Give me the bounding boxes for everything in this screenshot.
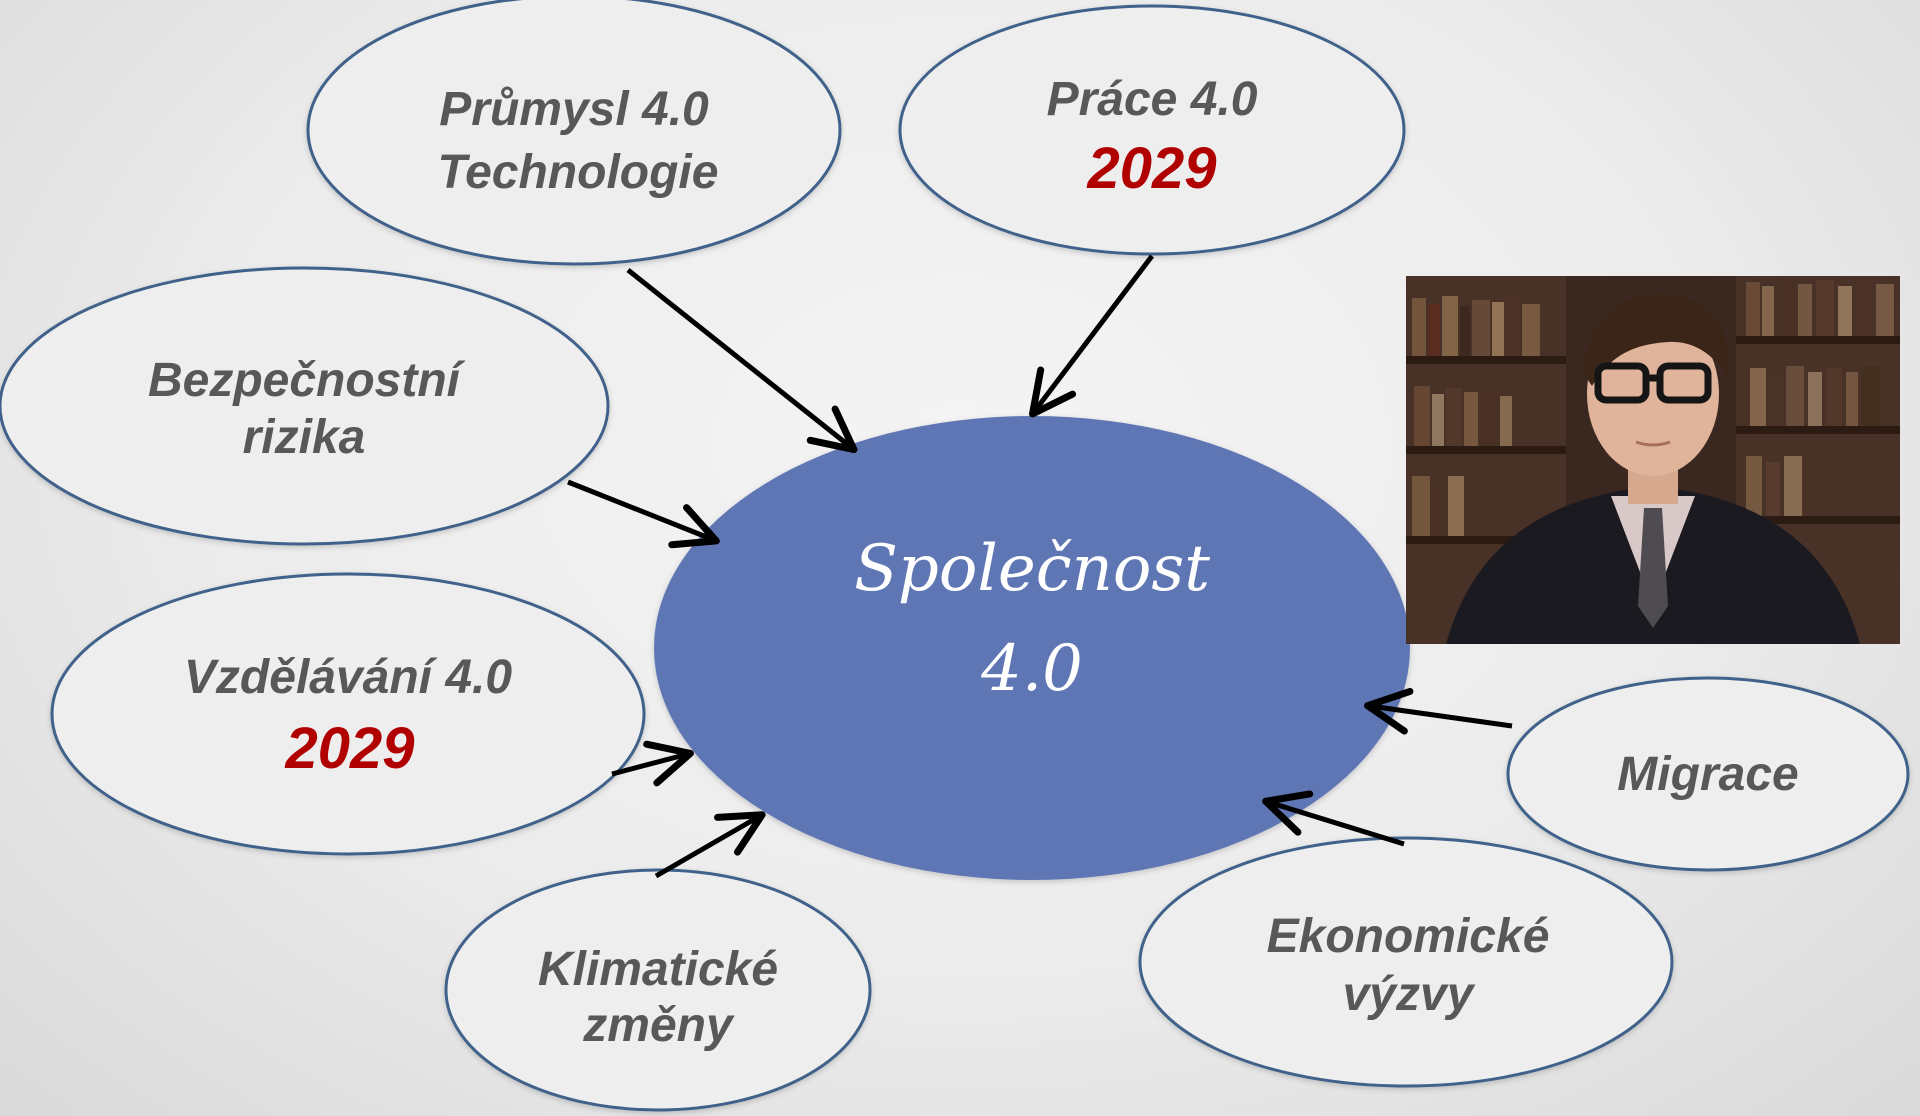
node-vzdelavani-line1: Vzdělávání 4.0 bbox=[184, 651, 512, 704]
node-bezpecnost-line2: rizika bbox=[243, 411, 366, 464]
node-ekonomika-line1: Ekonomické bbox=[1267, 910, 1550, 963]
node-ekonomika: Ekonomické výzvy bbox=[1138, 836, 1674, 1088]
arrow-bezpecnost bbox=[567, 479, 720, 549]
center-label-line1: Společnost bbox=[854, 532, 1210, 606]
node-vzdelavani: Vzdělávání 4.0 2029 bbox=[50, 572, 646, 856]
node-migrace-label: Migrace bbox=[1617, 748, 1798, 801]
node-bezpecnost-line1: Bezpečnostní bbox=[148, 354, 466, 407]
node-prumysl-line1: Průmysl 4.0 bbox=[439, 83, 709, 136]
arrow-prumysl bbox=[626, 268, 858, 454]
node-prace-line2: 2029 bbox=[1086, 136, 1216, 201]
node-klima: Klimatické změny bbox=[444, 868, 872, 1112]
arrow-prace bbox=[1028, 254, 1154, 418]
node-prace-line1: Práce 4.0 bbox=[1047, 73, 1258, 126]
person-photo-icon bbox=[1406, 276, 1900, 644]
node-migrace: Migrace bbox=[1506, 676, 1910, 872]
person-photo bbox=[1406, 276, 1900, 644]
node-klima-line1: Klimatické bbox=[538, 943, 778, 996]
node-ekonomika-line2: výzvy bbox=[1343, 968, 1476, 1021]
node-bezpecnost: Bezpečnostní rizika bbox=[0, 266, 610, 546]
node-vzdelavani-line2: 2029 bbox=[284, 716, 414, 781]
arrow-vzdelavani bbox=[611, 740, 694, 787]
node-prumysl-line2: Technologie bbox=[438, 146, 719, 199]
node-klima-line2: změny bbox=[582, 999, 735, 1052]
center-node: Společnost 4.0 bbox=[654, 416, 1410, 880]
arrow-ekonomika bbox=[1262, 790, 1405, 847]
node-prace: Práce 4.0 2029 bbox=[898, 4, 1406, 256]
arrow-klima bbox=[654, 811, 766, 879]
arrow-migrace bbox=[1364, 687, 1513, 735]
node-prumysl: Průmysl 4.0 Technologie bbox=[306, 0, 842, 266]
arrows bbox=[567, 254, 1513, 879]
center-label-line2: 4.0 bbox=[980, 632, 1083, 706]
